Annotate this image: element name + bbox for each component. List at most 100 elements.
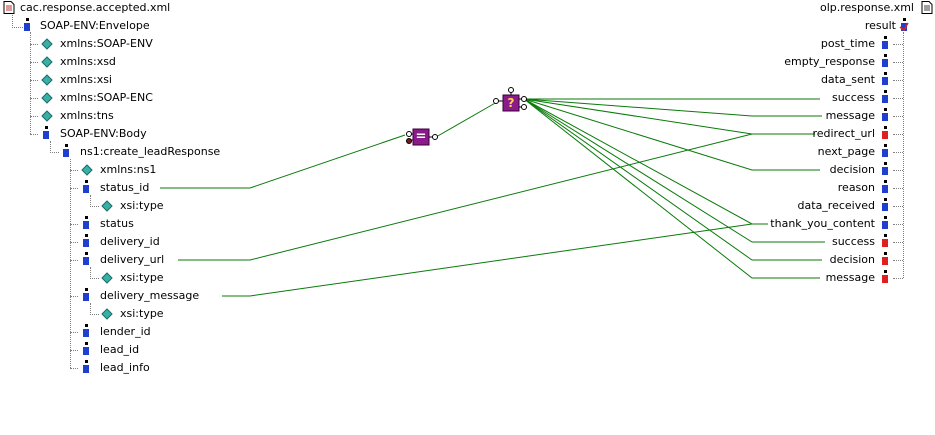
- tree-guide: [30, 62, 38, 63]
- element-icon: [882, 72, 888, 85]
- node-lead-id[interactable]: lead_id: [100, 343, 140, 356]
- wire-delivery-url-to-redirect: [178, 133, 753, 261]
- element-icon: [83, 234, 89, 247]
- tree-guide: [70, 188, 78, 189]
- attribute-icon: [101, 200, 113, 212]
- tree-guide: [70, 368, 78, 369]
- node-delivery-id[interactable]: delivery_id: [100, 235, 160, 248]
- attribute-icon: [41, 38, 53, 50]
- target-node-message[interactable]: message: [825, 109, 875, 122]
- node-delivery-message[interactable]: delivery_message: [100, 289, 200, 302]
- attr-xmlns-soap-env[interactable]: xmlns:SOAP-ENV: [60, 37, 153, 50]
- source-file-name[interactable]: cac.response.accepted.xml: [20, 1, 171, 14]
- element-icon: [882, 144, 888, 157]
- tree-guide: [12, 15, 25, 28]
- wire-status-id-to-equal: [160, 134, 406, 189]
- equal-function-node[interactable]: [402, 126, 442, 148]
- element-icon: [882, 90, 888, 103]
- element-icon: [83, 180, 89, 193]
- attr-xmlns-xsi[interactable]: xmlns:xsi: [60, 73, 112, 86]
- target-node-decision-2[interactable]: decision: [829, 253, 875, 266]
- wire-if-to-success-2: [523, 98, 825, 243]
- element-icon: [83, 324, 89, 337]
- tree-guide: [70, 350, 78, 351]
- wire-if-to-decision-1: [523, 98, 820, 171]
- element-icon: [882, 198, 888, 211]
- tree-guide: [70, 260, 78, 261]
- attribute-icon: [101, 272, 113, 284]
- target-node-success-2[interactable]: success: [831, 235, 875, 248]
- node-envelope[interactable]: SOAP-ENV:Envelope: [40, 19, 150, 32]
- tree-guide: [893, 170, 903, 171]
- element-icon: [882, 108, 888, 121]
- tree-guide: [50, 141, 59, 153]
- node-lead-info[interactable]: lead_info: [100, 361, 150, 374]
- tree-guide: [90, 303, 99, 315]
- target-node-empty-response[interactable]: empty_response: [784, 55, 875, 68]
- tree-guide: [70, 332, 78, 333]
- element-icon: [882, 180, 888, 193]
- target-node-data-sent[interactable]: data_sent: [820, 73, 875, 86]
- tree-guide: [70, 242, 78, 243]
- node-delivery-url[interactable]: delivery_url: [100, 253, 165, 266]
- document-icon: [3, 1, 15, 14]
- attr-xmlns-xsd[interactable]: xmlns:xsd: [60, 55, 116, 68]
- element-icon: [43, 126, 49, 139]
- element-icon: [83, 342, 89, 355]
- target-node-success[interactable]: success: [831, 91, 875, 104]
- node-lender-id[interactable]: lender_id: [100, 325, 151, 338]
- wire-if-to-decision-2: [523, 98, 822, 261]
- tree-guide: [893, 242, 903, 243]
- tree-guide: [893, 260, 903, 261]
- element-icon: [24, 18, 30, 31]
- if-function-node[interactable]: [491, 86, 529, 114]
- attribute-icon: [41, 56, 53, 68]
- attr-xmlns-tns[interactable]: xmlns:tns: [60, 109, 114, 122]
- tree-guide: [30, 44, 38, 45]
- node-create-lead-response[interactable]: ns1:create_leadResponse: [80, 145, 221, 158]
- target-node-result[interactable]: result: [864, 19, 896, 32]
- attribute-icon: [81, 164, 93, 176]
- target-node-reason[interactable]: reason: [837, 181, 875, 194]
- tree-guide: [893, 278, 903, 279]
- element-icon: [83, 360, 89, 373]
- attribute-icon: [41, 110, 53, 122]
- element-icon: [83, 216, 89, 229]
- tree-guide: [893, 206, 903, 207]
- tree-guide: [903, 32, 904, 278]
- target-node-data-received[interactable]: data_received: [797, 199, 875, 212]
- target-file-name[interactable]: olp.response.xml: [819, 1, 914, 14]
- attr-xmlns-soap-enc[interactable]: xmlns:SOAP-ENC: [60, 91, 153, 104]
- target-node-message-2[interactable]: message: [825, 271, 875, 284]
- element-icon: [83, 288, 89, 301]
- wire-if-to-message-2: [523, 98, 820, 279]
- attr-status-id-type[interactable]: xsi:type: [120, 199, 164, 212]
- tree-guide: [893, 188, 903, 189]
- tree-guide: [70, 159, 71, 368]
- target-node-thank-you-content[interactable]: thank_you_content: [770, 217, 875, 230]
- tree-guide: [90, 195, 99, 207]
- target-node-next-page[interactable]: next_page: [817, 145, 875, 158]
- attr-xmlns-ns1[interactable]: xmlns:ns1: [100, 163, 157, 176]
- attr-delivery-url-type[interactable]: xsi:type: [120, 271, 164, 284]
- tree-guide: [893, 152, 903, 153]
- tree-guide: [893, 134, 903, 135]
- tree-guide: [30, 98, 38, 99]
- target-node-decision[interactable]: decision: [829, 163, 875, 176]
- node-status-id[interactable]: status_id: [100, 181, 150, 194]
- target-node-redirect-url[interactable]: redirect_url: [812, 127, 875, 140]
- element-icon: [882, 270, 888, 283]
- target-node-post-time[interactable]: post_time: [820, 37, 875, 50]
- element-icon: [882, 54, 888, 67]
- node-body[interactable]: SOAP-ENV:Body: [60, 127, 147, 140]
- element-icon: [882, 234, 888, 247]
- document-icon: [921, 1, 933, 14]
- node-status[interactable]: status: [100, 217, 134, 230]
- attr-delivery-message-type[interactable]: xsi:type: [120, 307, 164, 320]
- tree-guide: [30, 134, 38, 135]
- element-icon: [899, 18, 909, 32]
- attribute-icon: [41, 92, 53, 104]
- wire-if-to-message: [523, 98, 822, 117]
- tree-guide: [893, 98, 903, 99]
